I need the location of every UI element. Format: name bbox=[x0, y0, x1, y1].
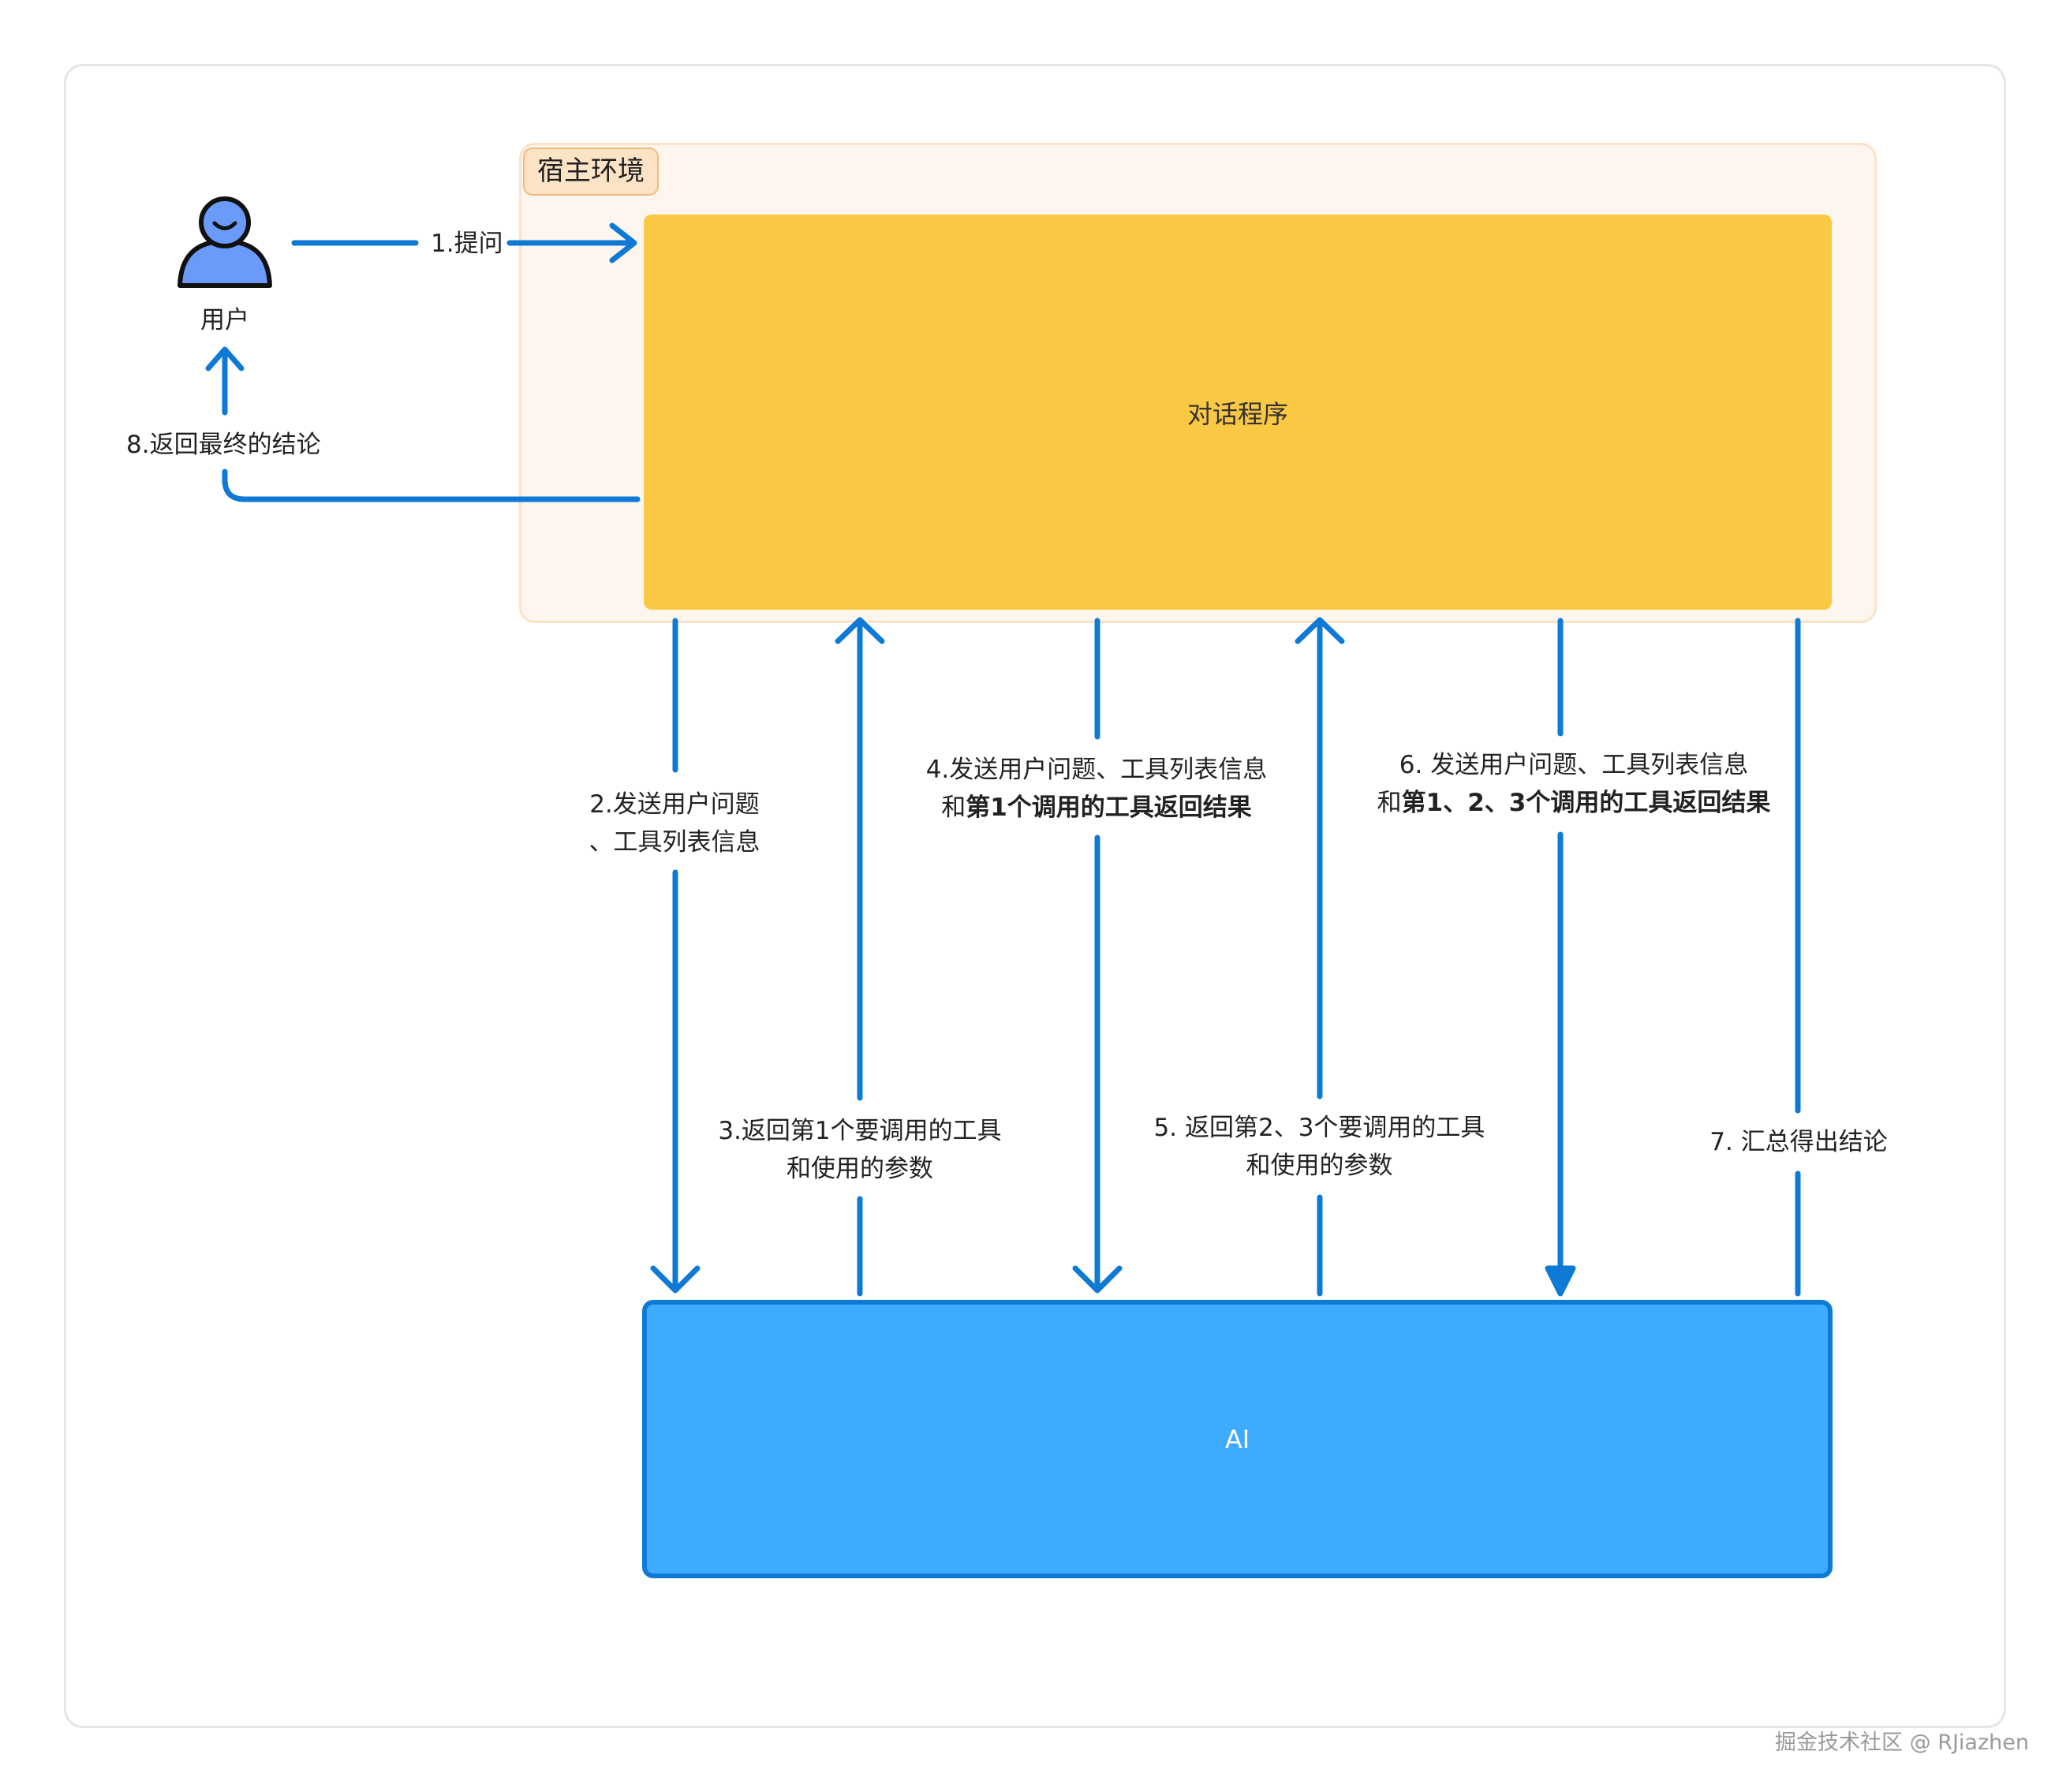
edge-1-label: 1.提问 bbox=[431, 230, 503, 258]
edge-8-arrowhead bbox=[205, 346, 245, 371]
edge-2-label: 2.发送用户问题 、工具列表信息 bbox=[588, 790, 760, 857]
ai-label: AI bbox=[1224, 1424, 1250, 1454]
edge-4-label: 4.发送用户问题、工具列表信息 和第1个调用的工具返回结果 bbox=[925, 756, 1268, 822]
edge-2-arrowhead bbox=[650, 1265, 701, 1294]
dialog-program-node: 对话程序 bbox=[644, 215, 1832, 610]
watermark: 掘金技术社区 @ RJiazhen bbox=[1775, 1730, 2029, 1755]
ai-node: AI bbox=[642, 1300, 1833, 1578]
edge-8-line bbox=[222, 349, 641, 502]
edge-7-label: 7. 汇总得出结论 bbox=[1709, 1128, 1888, 1156]
edge-3-arrowhead bbox=[835, 617, 885, 644]
edge-8-label: 8.返回最终的结论 bbox=[126, 431, 321, 459]
edge-3-label: 3.返回第1个要调用的工具 和使用的参数 bbox=[718, 1117, 1002, 1183]
edge-6-arrowhead bbox=[1545, 1265, 1576, 1297]
edge-5-arrowhead bbox=[1295, 617, 1345, 644]
host-environment-label: 宿主环境 bbox=[523, 147, 659, 196]
edge-1-arrowhead bbox=[609, 222, 637, 263]
diagram-canvas bbox=[64, 64, 2006, 1728]
edge-6-label: 6. 发送用户问题、工具列表信息 和第1、2、3个调用的工具返回结果 bbox=[1377, 751, 1771, 817]
person-icon bbox=[177, 196, 272, 288]
dialog-program-label: 对话程序 bbox=[1186, 398, 1288, 429]
edge-4-arrowhead bbox=[1072, 1265, 1123, 1294]
user-label: 用户 bbox=[200, 306, 249, 334]
edge-5-label: 5. 返回第2、3个要调用的工具 和使用的参数 bbox=[1153, 1114, 1485, 1180]
